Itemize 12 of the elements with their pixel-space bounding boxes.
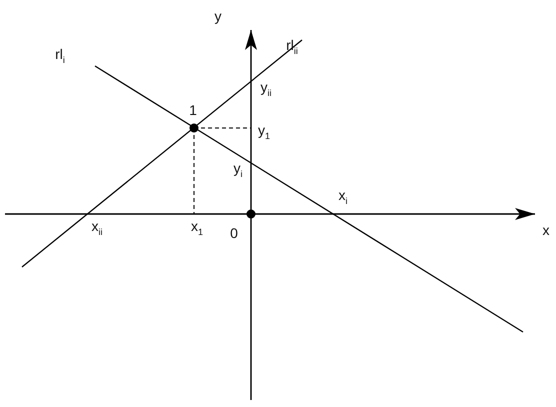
intercept-label: y$_{ii}$ bbox=[260, 80, 272, 98]
origin-label: 0 bbox=[230, 226, 238, 240]
coordinate-label: y$_{1}$ bbox=[258, 123, 270, 141]
axis-label: x bbox=[542, 223, 550, 237]
axis-label: y bbox=[214, 9, 222, 23]
intercept-label: x$_{i}$ bbox=[338, 188, 348, 206]
intercept-label: x$_{ii}$ bbox=[92, 219, 102, 237]
point-label: 1 bbox=[189, 103, 197, 117]
line-label: rl$_{ii}$ bbox=[286, 38, 298, 56]
line-label: rl$_{i}$ bbox=[55, 47, 65, 65]
intercept-label: y$_{i}$ bbox=[234, 161, 242, 179]
coordinate-label: x$_{1}$ bbox=[191, 219, 203, 237]
